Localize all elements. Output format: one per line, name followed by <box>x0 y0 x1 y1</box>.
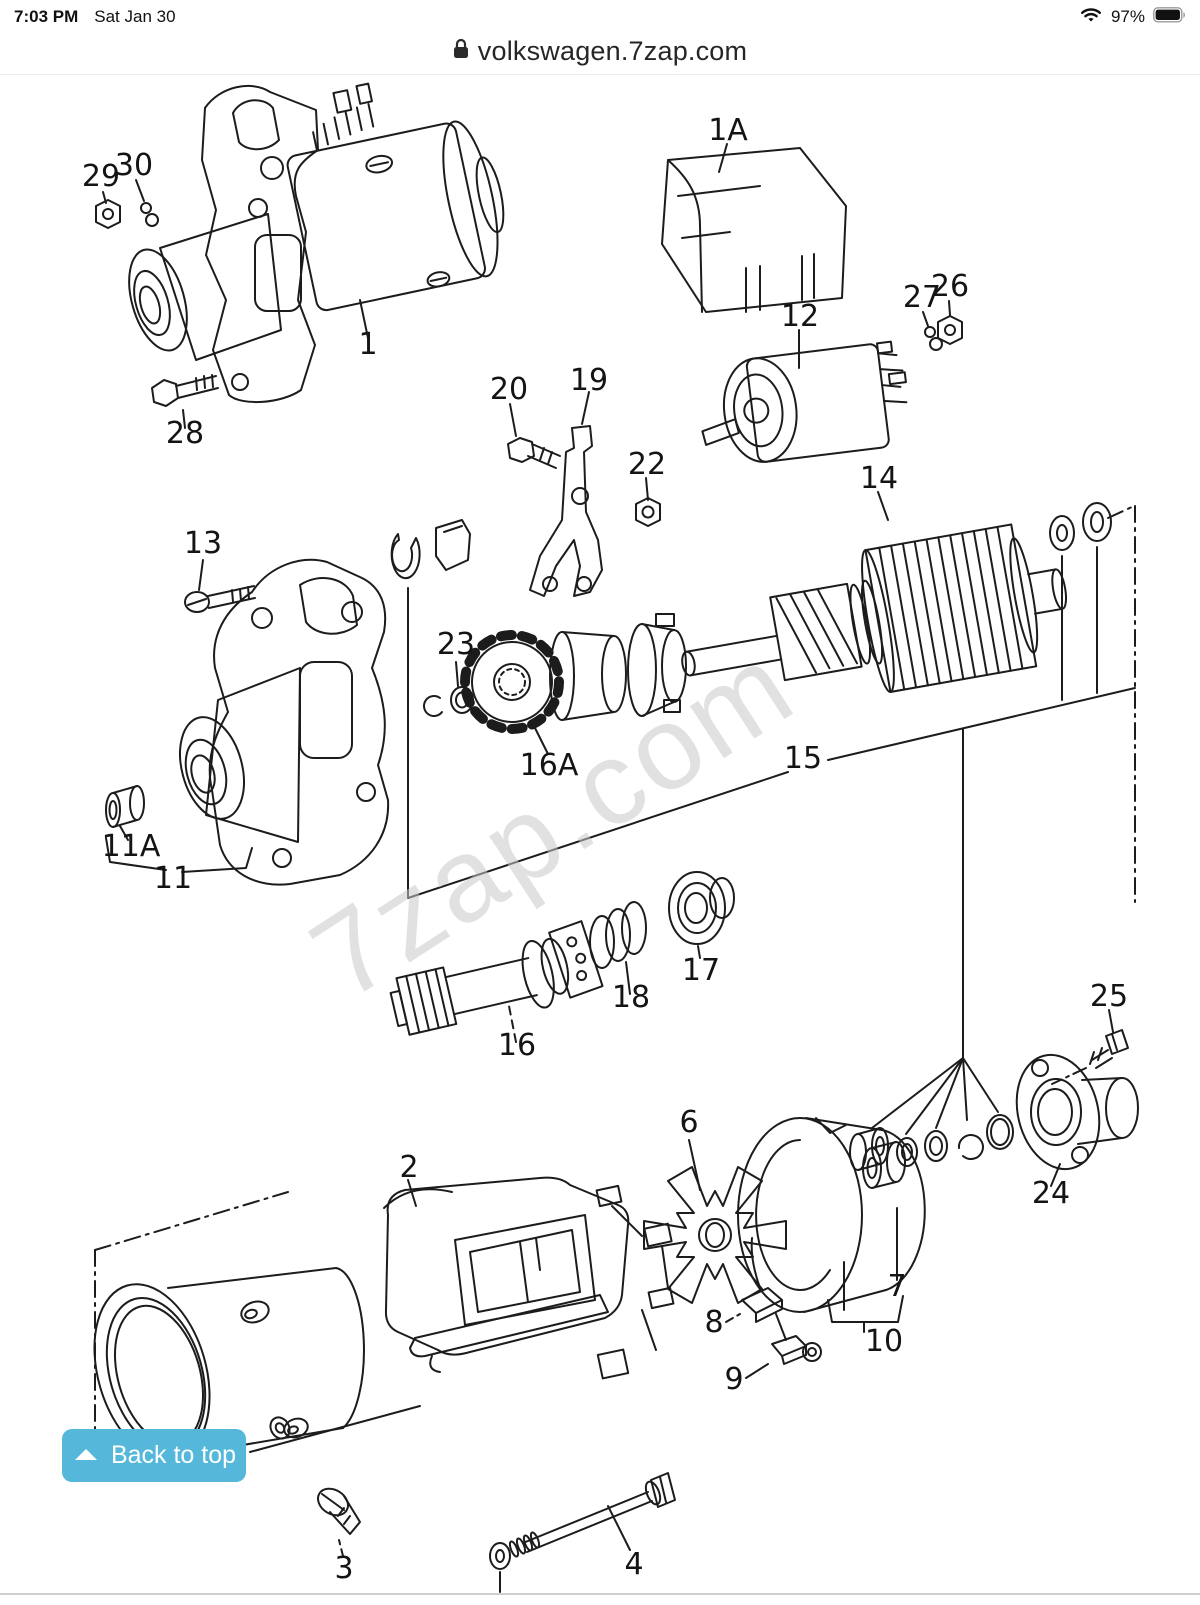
part-label-1: 1 <box>358 327 377 362</box>
part-label-16: 16 <box>498 1028 536 1063</box>
part-label-11a: 11A <box>102 829 161 864</box>
boundary-right <box>1107 505 1136 903</box>
part-label-24: 24 <box>1032 1176 1070 1211</box>
back-to-top-button[interactable]: Back to top <box>62 1429 246 1482</box>
part-label-15: 15 <box>784 741 822 776</box>
nut-22-art <box>635 477 661 527</box>
solenoid-art <box>701 329 908 463</box>
part-label-7: 7 <box>887 1269 906 1304</box>
part-label-26: 26 <box>931 269 969 304</box>
part-label-2: 2 <box>399 1150 418 1185</box>
cage-2-art <box>383 1176 675 1380</box>
starter-assembly-art <box>128 82 505 404</box>
fork-lever-art <box>529 391 603 597</box>
date: Sat Jan 30 <box>94 7 176 26</box>
wifi-icon <box>1079 6 1103 29</box>
spring-18-art <box>589 901 647 995</box>
bolt-28-art <box>151 374 219 429</box>
part-label-16a: 16A <box>520 748 579 783</box>
part-label-19: 19 <box>570 363 608 398</box>
boundary-left-bottom <box>94 1191 289 1443</box>
bolt-20-art <box>507 403 561 469</box>
part-label-25: 25 <box>1090 979 1128 1014</box>
brush-9-art <box>745 1313 822 1379</box>
screw-25-art <box>1051 1009 1129 1085</box>
part-label-3: 3 <box>334 1551 353 1586</box>
part-label-9: 9 <box>724 1362 743 1397</box>
watermark-text: 7zap.com <box>289 618 817 1025</box>
hidden-bolt-art <box>249 1405 421 1453</box>
collar-17-art <box>668 871 735 959</box>
part-label-23: 23 <box>437 627 475 662</box>
lock-icon <box>453 38 469 64</box>
brace-10 <box>827 1261 904 1333</box>
address-text: volkswagen.7zap.com <box>477 35 748 66</box>
parts-diagram: 7zap.com 29 30 1 28 1A 27 26 12 20 19 22… <box>0 75 1200 1600</box>
screw-13-art <box>184 559 256 613</box>
part-label-18: 18 <box>612 980 650 1015</box>
nut-29-art <box>95 191 121 229</box>
status-bar: 7:03 PM Sat Jan 30 97% <box>0 0 1200 30</box>
housing-11-art <box>179 558 390 886</box>
brush-8-art <box>725 1237 783 1323</box>
nut-26-art <box>937 300 963 345</box>
bushing-7-art <box>862 1141 906 1281</box>
part-labels: 29 30 1 28 1A 27 26 12 20 19 22 14 13 23… <box>82 113 1128 1586</box>
bolt-4-art <box>489 1472 676 1593</box>
battery-icon <box>1153 6 1186 28</box>
part-label-11: 11 <box>154 861 192 896</box>
part-label-10: 10 <box>865 1324 903 1359</box>
bracket-11-lines <box>105 837 253 873</box>
armature-art <box>681 523 1068 693</box>
part-label-1a: 1A <box>708 113 748 148</box>
part-label-22: 22 <box>628 447 666 482</box>
part-label-6: 6 <box>679 1105 698 1140</box>
clip-30-art <box>135 179 159 227</box>
part-label-13: 13 <box>184 526 222 561</box>
part-label-28: 28 <box>166 416 204 451</box>
washer-row-art <box>849 1114 1014 1171</box>
brush-plate-6-art <box>643 1139 787 1304</box>
part-label-8: 8 <box>704 1305 723 1340</box>
part-label-27: 27 <box>903 280 941 315</box>
shaft-16-art <box>389 920 604 1036</box>
bushing-11a-art <box>105 785 145 841</box>
part-label-12: 12 <box>781 299 819 334</box>
washers-15-art <box>1049 502 1112 701</box>
part-label-14: 14 <box>860 461 898 496</box>
back-to-top-label: Back to top <box>110 1441 237 1469</box>
part-label-4: 4 <box>624 1547 643 1582</box>
url-bar[interactable]: volkswagen.7zap.com <box>0 28 1200 75</box>
leader-16 <box>508 1005 517 1043</box>
end-bracket-24-art <box>1015 1053 1139 1187</box>
drive-pinion-art <box>460 613 687 755</box>
field-frame-10-art <box>737 1117 926 1313</box>
part-label-29: 29 <box>82 159 120 194</box>
screw-3-art <box>317 1487 361 1557</box>
leader-14 <box>877 491 889 521</box>
part-label-20: 20 <box>490 372 528 407</box>
chevron-up-icon <box>72 1441 100 1470</box>
part-label-17: 17 <box>682 953 720 988</box>
clock: 7:03 PM <box>14 7 79 26</box>
heat-shield-art <box>661 143 847 313</box>
clip-27-art <box>922 311 943 351</box>
group-15-frame <box>390 519 1136 1135</box>
battery-percent: 97% <box>1110 7 1145 26</box>
part-label-30: 30 <box>115 148 153 183</box>
